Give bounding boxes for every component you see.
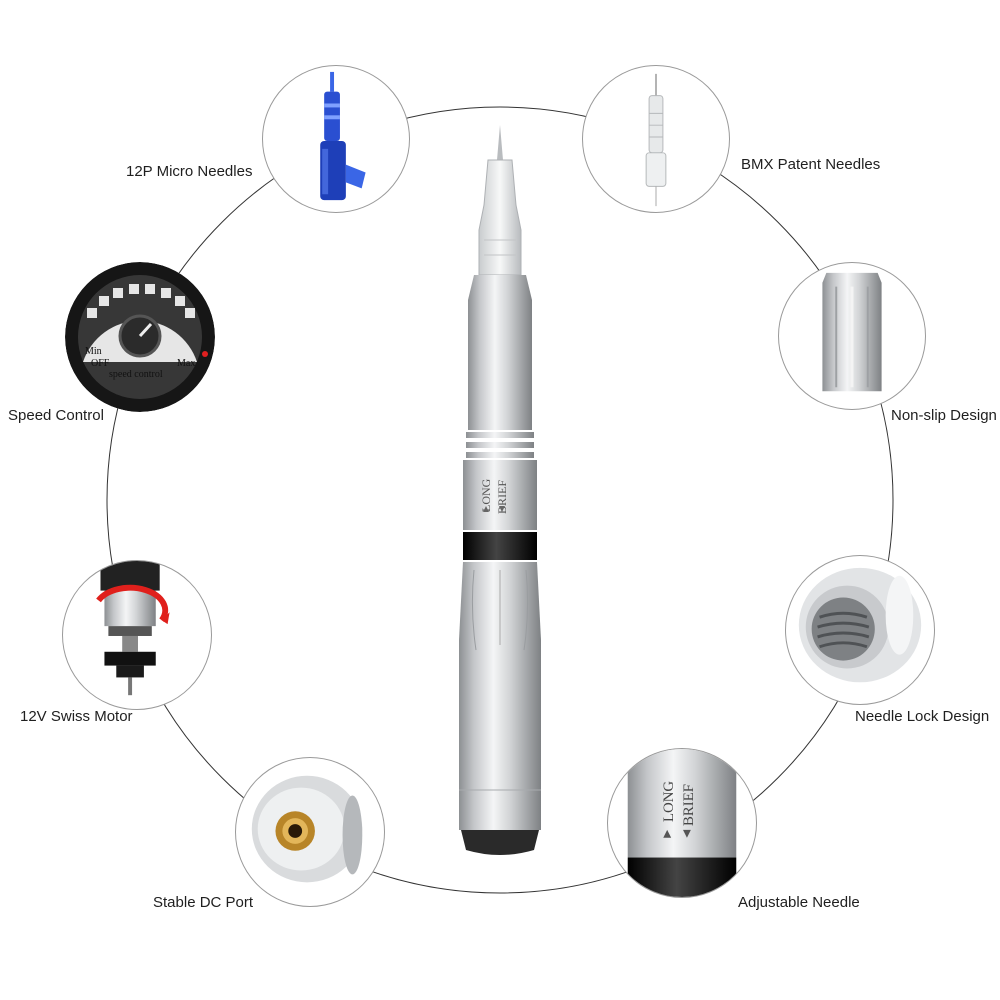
threaded-socket-icon bbox=[798, 567, 922, 683]
dc-port-bubble bbox=[235, 757, 385, 907]
non-slip-bubble bbox=[778, 262, 926, 410]
dial-off-text: OFF bbox=[91, 358, 110, 369]
bmx-needles-label: BMX Patent Needles bbox=[741, 156, 881, 173]
adjustable-needle-bubble: LONG BRIEF bbox=[607, 748, 757, 898]
pen-adjust-section bbox=[463, 460, 537, 530]
clear-cartridge-icon bbox=[645, 73, 667, 207]
grip-tube-icon bbox=[822, 272, 882, 392]
pen-cartridge bbox=[478, 159, 522, 276]
connector-ring bbox=[106, 106, 894, 894]
dc-port-icon bbox=[251, 775, 363, 883]
swiss-motor-bubble bbox=[62, 560, 212, 710]
swiss-motor-label: 12V Swiss Motor bbox=[20, 708, 133, 725]
pen-end-cap bbox=[461, 830, 539, 855]
pen-black-band bbox=[463, 532, 537, 560]
needle-lock-label: Needle Lock Design bbox=[855, 708, 990, 725]
dial-speed-control-text: speed control bbox=[109, 369, 163, 380]
pen-machine: LONG BRIEF bbox=[459, 125, 541, 855]
non-slip-label: Non-slip Design bbox=[891, 407, 997, 424]
pen-front-tube bbox=[468, 275, 532, 430]
pen-body bbox=[459, 562, 541, 830]
motor-icon bbox=[96, 561, 170, 696]
pen-needle-tip bbox=[497, 125, 503, 160]
adjust-collar-icon: LONG BRIEF bbox=[627, 749, 737, 897]
adjust-long-marking: LONG bbox=[661, 781, 677, 822]
bmx-needles-bubble bbox=[582, 65, 730, 213]
micro-needles-bubble bbox=[262, 65, 410, 213]
blue-cartridge-icon bbox=[320, 71, 366, 201]
dial-max-text: Max bbox=[177, 358, 195, 369]
speed-control-bubble: Min OFF Max speed control bbox=[65, 262, 215, 412]
speed-control-label: Speed Control bbox=[8, 407, 104, 424]
dial-min-text: Min bbox=[85, 346, 102, 357]
pen-brief-marking: BRIEF bbox=[495, 480, 509, 514]
adjust-brief-marking: BRIEF bbox=[681, 784, 697, 826]
micro-needles-label: 12P Micro Needles bbox=[126, 163, 253, 180]
needle-lock-bubble bbox=[785, 555, 935, 705]
dc-port-label: Stable DC Port bbox=[153, 894, 254, 911]
pen-long-marking: LONG bbox=[479, 478, 493, 512]
adjustable-needle-label: Adjustable Needle bbox=[738, 894, 860, 911]
speed-dial-icon: Min OFF Max speed control bbox=[65, 262, 215, 412]
